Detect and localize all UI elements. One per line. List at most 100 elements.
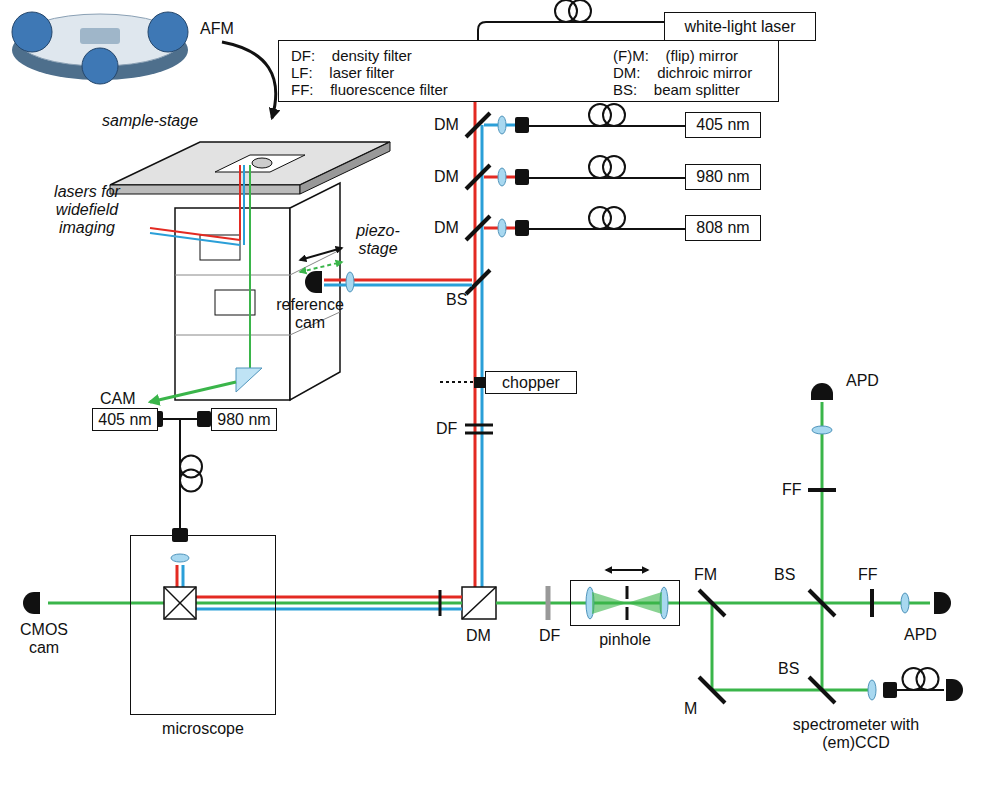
afm-foot bbox=[82, 48, 118, 84]
part-label: M bbox=[684, 700, 697, 718]
legend-row: LF: laser filter bbox=[291, 64, 394, 81]
fluorescence-filter bbox=[808, 488, 836, 492]
fiber-loop bbox=[589, 104, 611, 126]
lens bbox=[498, 219, 506, 237]
legend-entry: FF: fluorescence filter bbox=[291, 81, 448, 98]
legend-entry: DF: density filter bbox=[291, 47, 412, 64]
cabinet-side bbox=[290, 183, 340, 400]
laser-box: 980 nm bbox=[685, 164, 761, 190]
beam bbox=[196, 596, 462, 599]
detector bbox=[305, 271, 322, 293]
fiber bbox=[529, 125, 685, 127]
fiber-coupler bbox=[883, 682, 897, 698]
afm-head bbox=[80, 28, 120, 44]
component-box: pinhole bbox=[570, 580, 680, 626]
translation-arrow bbox=[606, 569, 648, 571]
legend-entry: BS: beam splitter bbox=[613, 81, 740, 98]
chopper-blade bbox=[440, 381, 474, 383]
part-label: DM bbox=[434, 116, 459, 134]
dichroic-mirror bbox=[466, 113, 490, 137]
beam-cube bbox=[164, 587, 196, 619]
fiber-loop bbox=[569, 0, 591, 22]
node-label: 808 nm bbox=[696, 219, 749, 237]
lens bbox=[171, 554, 189, 562]
beam-splitter bbox=[809, 590, 835, 616]
laser-box: chopper bbox=[485, 371, 577, 394]
lens bbox=[346, 272, 354, 292]
piezo-arrow bbox=[300, 248, 342, 260]
beam bbox=[196, 602, 462, 605]
legend-entry: LF: laser filter bbox=[291, 64, 394, 81]
legend-row: DF: density filter bbox=[291, 47, 412, 64]
fiber-coupler bbox=[515, 169, 529, 185]
flip-mirror bbox=[699, 590, 725, 616]
node-label: 405 nm bbox=[696, 116, 749, 134]
lens bbox=[901, 593, 909, 613]
beam bbox=[48, 602, 164, 605]
part-label: reference cam bbox=[262, 296, 358, 332]
mirror bbox=[699, 677, 725, 703]
beam bbox=[176, 565, 179, 587]
density-filter bbox=[465, 424, 493, 427]
fiber-coupler bbox=[515, 117, 529, 133]
lens bbox=[868, 680, 876, 700]
node-label: chopper bbox=[502, 374, 560, 392]
lens bbox=[498, 168, 506, 186]
shelf-line bbox=[175, 335, 290, 336]
focused-beam bbox=[627, 592, 662, 614]
part-label: DF bbox=[436, 420, 457, 438]
dichroic-cube bbox=[462, 587, 496, 619]
part-label: DM bbox=[434, 168, 459, 186]
beam bbox=[711, 603, 714, 690]
part-label: sample-stage bbox=[102, 112, 198, 130]
part-label: BS bbox=[778, 660, 799, 678]
fiber-loop bbox=[555, 0, 577, 22]
sample-holder bbox=[215, 155, 305, 172]
lens bbox=[812, 426, 832, 434]
legend-entry: (F)M: (flip) mirror bbox=[613, 47, 738, 64]
laser-box: white-light laser bbox=[664, 12, 816, 41]
piezo-arrow bbox=[300, 262, 342, 272]
chopper-motor bbox=[474, 377, 485, 388]
afm-foot bbox=[12, 12, 52, 52]
fiber-loop bbox=[589, 156, 611, 178]
density-filter bbox=[465, 432, 493, 435]
lens bbox=[498, 116, 506, 134]
node-label: 980 nm bbox=[217, 411, 270, 429]
part-label: FF bbox=[858, 566, 878, 584]
dichroic-mirror bbox=[466, 216, 490, 240]
detector bbox=[934, 592, 951, 614]
node-label: microscope bbox=[131, 720, 275, 738]
camera-beam bbox=[150, 382, 236, 402]
part-label: FM bbox=[694, 566, 717, 584]
node-label: pinhole bbox=[571, 631, 679, 649]
part-label: APD bbox=[904, 626, 937, 644]
sample-stage-plate bbox=[300, 142, 390, 194]
part-label: piezo-stage bbox=[352, 222, 404, 258]
density-filter bbox=[546, 586, 551, 620]
part-label: DF bbox=[539, 627, 560, 645]
beam-splitter bbox=[466, 270, 490, 294]
beam bbox=[712, 689, 868, 692]
fiber-loop bbox=[180, 456, 202, 478]
legend-row: (F)M: (flip) mirror bbox=[613, 47, 738, 64]
part-label: spectrometer with (em)CCD bbox=[776, 716, 936, 752]
legend-row: DM: dichroic mirror bbox=[613, 64, 752, 81]
beam-cube bbox=[164, 587, 196, 619]
fiber bbox=[529, 177, 685, 179]
beam bbox=[196, 608, 462, 611]
part-label: BS bbox=[446, 291, 467, 309]
laser-box: 808 nm bbox=[685, 215, 761, 241]
dichroic-mirror bbox=[466, 165, 490, 189]
shelf-line bbox=[175, 275, 290, 276]
sample bbox=[252, 158, 272, 168]
part-label: FF bbox=[782, 481, 802, 499]
node-label: 980 nm bbox=[696, 168, 749, 186]
laser-box: 405 nm bbox=[92, 408, 158, 431]
widefield-beam bbox=[243, 165, 245, 245]
legend-row: FF: fluorescence filter bbox=[291, 81, 448, 98]
detector bbox=[811, 383, 833, 400]
legend-row: BS: beam splitter bbox=[613, 81, 740, 98]
part-label: BS bbox=[774, 566, 795, 584]
detector bbox=[23, 592, 40, 614]
